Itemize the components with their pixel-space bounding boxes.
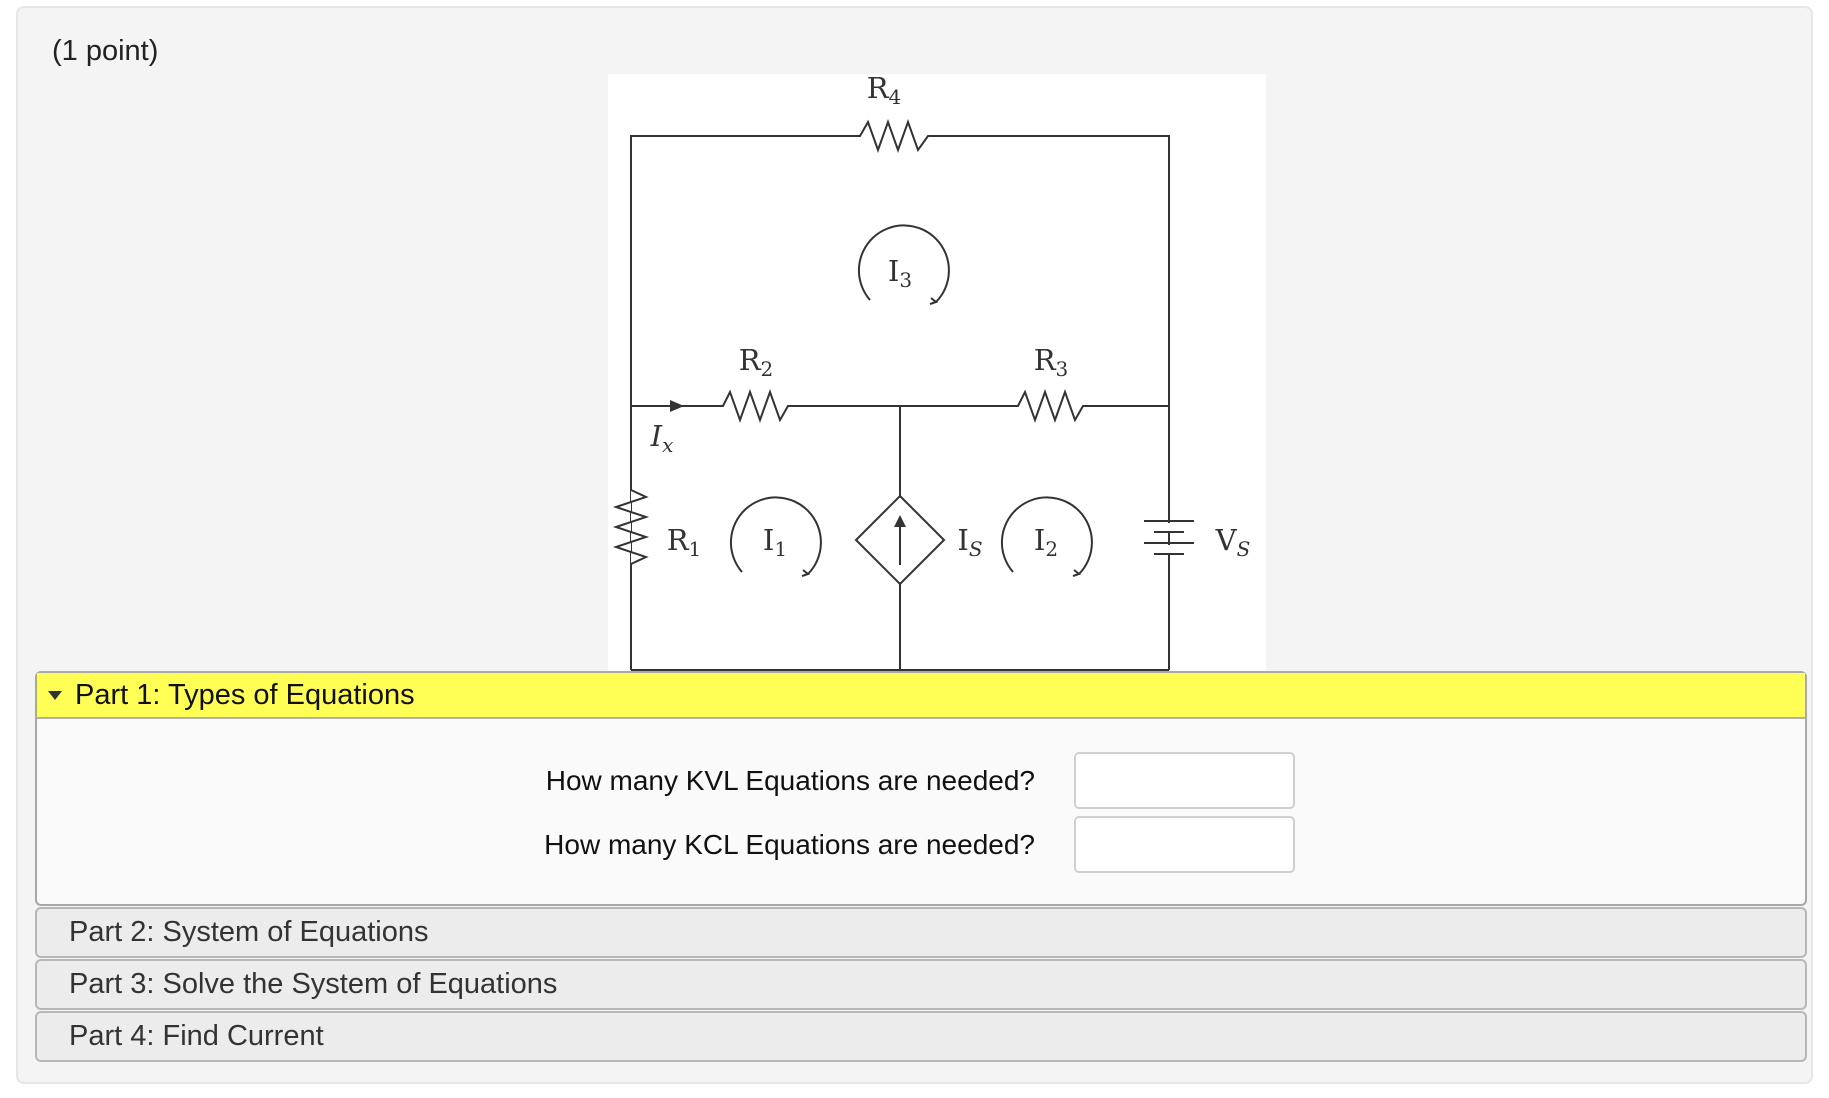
part-4-header[interactable]: Part 4: Find Current (37, 1013, 1805, 1060)
mesh-arrowhead-i3 (929, 297, 939, 305)
label-r2: R2 (739, 343, 774, 381)
mesh-arrowhead-i2 (1072, 569, 1082, 577)
part-2-panel[interactable]: Part 2: System of Equations (35, 907, 1807, 958)
label-i2: I2 (1034, 523, 1058, 561)
resistor-r4 (849, 119, 939, 153)
wire-top-right (939, 135, 1170, 670)
part-3-title: Part 3: Solve the System of Equations (69, 968, 558, 1000)
question-kcl-label: How many KCL Equations are needed? (544, 829, 1035, 860)
question-kcl-row: How many KCL Equations are needed? (37, 816, 1805, 874)
resistor-r3 (1010, 389, 1091, 423)
label-r1: R1 (667, 523, 702, 561)
ix-arrowhead (670, 400, 684, 412)
label-ix: Ix (650, 419, 674, 457)
label-is: IS (957, 523, 982, 561)
label-r4: R4 (867, 74, 902, 109)
question-kvl-row: How many KVL Equations are needed? (37, 752, 1805, 810)
points-label: (1 point) (52, 35, 159, 67)
part-2-title: Part 2: System of Equations (69, 916, 429, 948)
caret-down-icon (48, 690, 62, 700)
resistor-r1 (612, 484, 650, 570)
part-3-header[interactable]: Part 3: Solve the System of Equations (37, 961, 1805, 1008)
circuit-diagram: R4 I3 R2 R3 Ix R1 I1 IS I2 VS (608, 74, 1266, 678)
mesh-arrow-i3 (857, 224, 950, 303)
wire-top-left (630, 135, 849, 670)
part-4-title: Part 4: Find Current (69, 1020, 324, 1052)
kcl-answer-input[interactable] (1074, 816, 1295, 873)
label-i1: I1 (763, 523, 787, 561)
part-1-title: Part 1: Types of Equations (75, 678, 415, 711)
mesh-arrow-i1 (729, 496, 822, 575)
label-r3: R3 (1034, 343, 1069, 381)
current-source-arrowhead (894, 515, 906, 527)
part-1-header[interactable]: Part 1: Types of Equations (37, 673, 1805, 719)
kvl-answer-input[interactable] (1074, 752, 1295, 809)
part-3-panel[interactable]: Part 3: Solve the System of Equations (35, 959, 1807, 1010)
mesh-arrow-i2 (1000, 496, 1093, 575)
label-i3: I3 (888, 254, 912, 292)
resistor-r2 (715, 389, 796, 423)
part-2-header[interactable]: Part 2: System of Equations (37, 909, 1805, 956)
question-kvl-label: How many KVL Equations are needed? (545, 765, 1035, 796)
part-4-panel[interactable]: Part 4: Find Current (35, 1011, 1807, 1062)
mesh-arrowhead-i1 (801, 569, 811, 577)
label-vs: VS (1215, 523, 1251, 561)
part-1-panel: Part 1: Types of Equations How many KVL … (35, 671, 1807, 906)
